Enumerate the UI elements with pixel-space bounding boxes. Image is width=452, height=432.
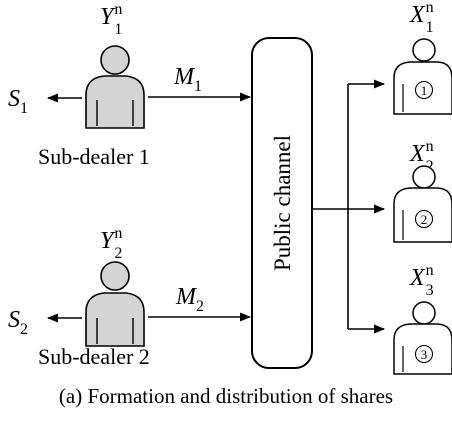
s2-label: S2: [8, 307, 28, 338]
figure-caption: (a) Formation and distribution of shares: [58, 384, 394, 408]
public-channel: Public channel: [251, 37, 313, 369]
badge-1: [414, 80, 434, 100]
badge-2: [414, 209, 434, 229]
m1-label: M1: [173, 64, 202, 95]
sub-dealer-1-name: Sub-dealer 1: [38, 144, 150, 169]
public-channel-label: Public channel: [270, 135, 295, 271]
receiver-1-person-icon: 1: [393, 38, 452, 115]
sub-dealer-1-person-icon: [85, 45, 145, 129]
s1-label: S1: [8, 86, 28, 117]
badge-2-number: 2: [421, 212, 428, 227]
receiver-3-person-icon: 3: [393, 301, 452, 375]
receiver-2-person-icon: 2: [393, 165, 452, 243]
distribution-arrows: [312, 79, 386, 334]
sub-dealer-2-name: Sub-dealer 2: [38, 344, 150, 369]
badge-3: [414, 344, 434, 364]
m2-label: M2: [175, 284, 204, 315]
badge-1-number: 1: [421, 83, 428, 98]
sub-dealer-2-person-icon: [85, 261, 145, 347]
badge-3-number: 3: [421, 347, 428, 362]
